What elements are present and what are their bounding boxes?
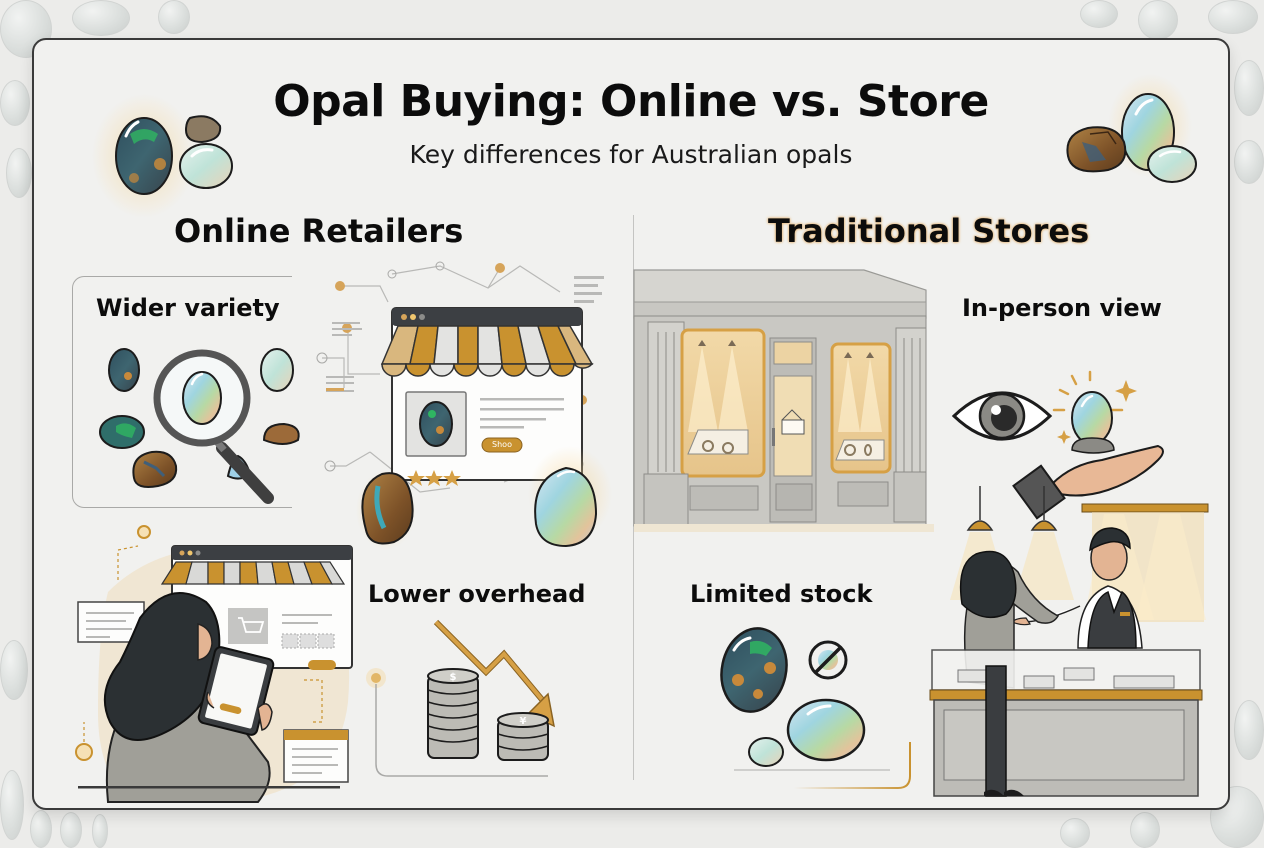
opal-icon: [0, 770, 24, 840]
opal-icon: [1234, 140, 1264, 184]
header-opals-left-icon: [92, 94, 233, 218]
lower-overhead-label: Lower overhead: [368, 580, 586, 608]
opal-icon: [1130, 812, 1160, 848]
opal-icon: [1060, 818, 1090, 848]
page-title: Opal Buying: Online vs. Store: [273, 76, 989, 127]
opal-icon: [60, 812, 82, 848]
opal-icon: [30, 810, 52, 848]
shop-button[interactable]: Shoo: [482, 438, 522, 452]
online-retailers-heading: Online Retailers: [174, 212, 464, 250]
svg-text:¥: ¥: [520, 716, 527, 727]
coins-down-arrow-icon: $ ¥: [366, 619, 556, 777]
in-person-view-label: In-person view: [962, 294, 1162, 322]
header-opals-right-icon: [1066, 74, 1197, 183]
opal-icon: [1234, 60, 1264, 116]
opal-icon: [0, 0, 52, 58]
shopper-tablet-illustration: [75, 525, 353, 803]
limited-opals-icon: [720, 627, 890, 771]
shop-button-label: Shoo: [492, 440, 512, 449]
eye-hand-opal-icon: [951, 370, 1164, 520]
page-subtitle: Key differences for Australian opals: [409, 140, 853, 169]
opal-icon: [92, 814, 108, 848]
opal-icon: [158, 0, 190, 34]
opal-icon: [0, 80, 30, 126]
opal-icon: [1080, 0, 1118, 28]
infographic-card: Opal Buying: Online vs. Store Key differ…: [32, 38, 1230, 810]
web-storefront-illustration: [316, 261, 612, 550]
magnifier-opals-icon: [99, 348, 300, 504]
wider-variety-panel: [72, 276, 292, 508]
shop-front-illustration: [633, 269, 934, 532]
opal-icon: [1208, 0, 1258, 34]
opal-icon: [1138, 0, 1178, 40]
limited-stock-label: Limited stock: [690, 580, 873, 608]
wider-variety-label: Wider variety: [96, 294, 280, 322]
jeweler-counter-illustration: [929, 486, 1209, 797]
opal-icon: [0, 640, 28, 700]
opal-icon: [1234, 700, 1264, 760]
opal-icon: [6, 148, 32, 198]
opal-icon: [72, 0, 130, 36]
traditional-stores-heading: Traditional Stores: [768, 212, 1090, 250]
gold-connector-line: [794, 742, 911, 789]
svg-text:$: $: [450, 672, 457, 683]
